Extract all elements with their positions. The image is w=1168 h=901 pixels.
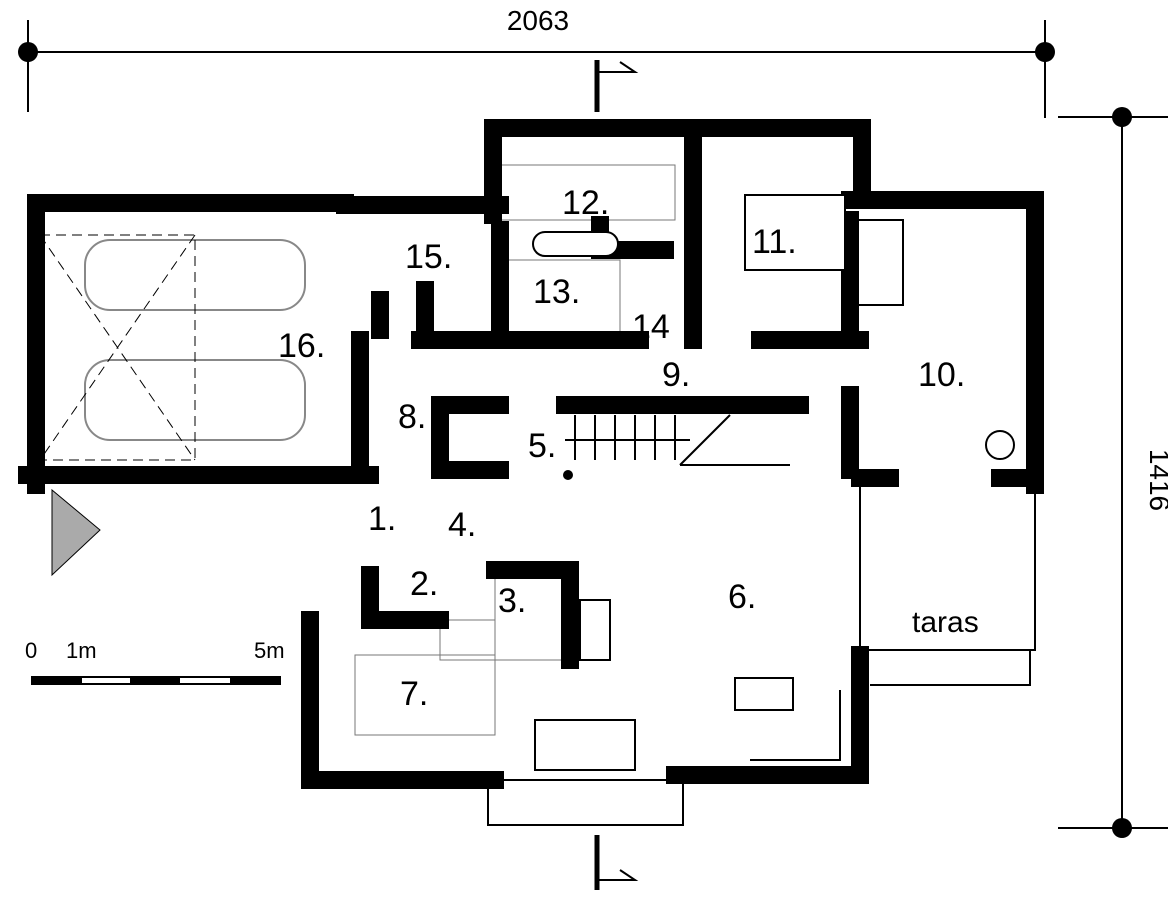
room-label-14: 14 — [632, 308, 670, 346]
room-label-11: 11. — [752, 223, 797, 261]
room-label-7: 7. — [400, 675, 428, 713]
room-label-6: 6. — [728, 578, 756, 616]
scale-label-1m: 1m — [66, 638, 97, 663]
furniture — [532, 194, 1015, 771]
depth-dimension: 1416 — [1058, 107, 1168, 838]
scale-label-5m: 5m — [254, 638, 285, 663]
width-dimension: 2063 — [18, 5, 1055, 118]
room-label-4: 4. — [448, 506, 476, 544]
scale-label-0: 0 — [25, 638, 37, 663]
car-icon — [39, 234, 306, 461]
room-label-3: 3. — [498, 582, 526, 620]
room-label-5: 5. — [528, 427, 556, 465]
walls — [18, 119, 1044, 789]
width-label: 2063 — [507, 5, 569, 36]
room-label-15: 15. — [405, 238, 452, 276]
section-mark-bottom — [594, 835, 639, 890]
staircase — [563, 414, 790, 480]
room-label-13: 13. — [533, 273, 580, 311]
entrance-arrow-icon — [51, 488, 101, 577]
depth-label: 1416 — [1144, 449, 1168, 511]
bay-window — [487, 779, 684, 826]
room-labels: 1. 2. 3. 4. 5. 6. 7. 8. 9. 10. 11. 12. 1… — [278, 184, 979, 713]
room-label-1: 1. — [368, 500, 396, 538]
room-label-8: 8. — [398, 398, 426, 436]
room-label-10: 10. — [918, 356, 965, 394]
scale-bar: 0 1m 5m — [25, 638, 285, 685]
terrace-outline — [859, 485, 1036, 651]
room-label-16: 16. — [278, 327, 325, 365]
terrace-label: taras — [912, 606, 979, 639]
room-label-2: 2. — [410, 565, 438, 603]
room-label-9: 9. — [662, 356, 690, 394]
room-label-12: 12. — [562, 184, 609, 222]
section-mark-top — [594, 60, 639, 112]
